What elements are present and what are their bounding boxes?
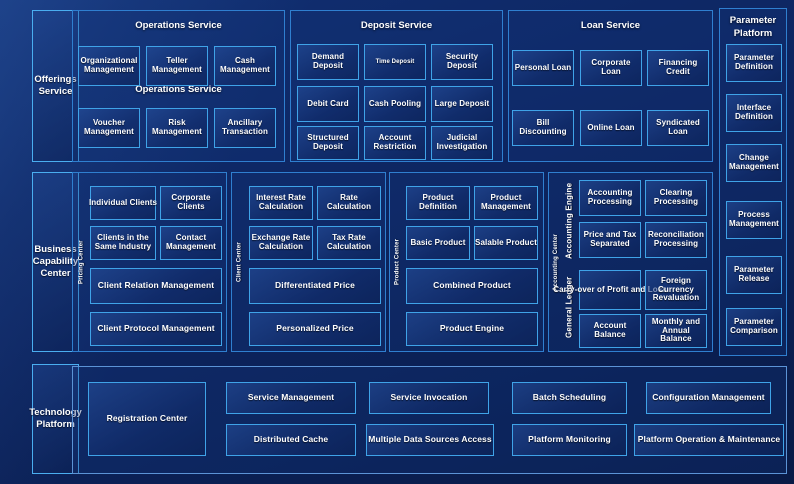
box-clearing-processing[interactable]: Clearing Processing [645,180,707,216]
box-configuration-management[interactable]: Configuration Management [646,382,771,414]
box-time-deposit[interactable]: Time Deposit [364,44,426,80]
box-batch-scheduling[interactable]: Batch Scheduling [512,382,627,414]
group-title-operations-service: Operations Service [135,20,222,31]
box-corporate-loan[interactable]: Corporate Loan [580,50,642,86]
box-judicial-investigation[interactable]: Judicial Investigation [431,126,493,160]
box-carry-over-of-profit-and-loss[interactable]: Carry-over of Profit and Loss [553,270,667,310]
box-structured-deposit[interactable]: Structured Deposit [297,126,359,160]
group-title-deposit-service: Deposit Service [360,20,433,31]
box-interest-rate-calculation[interactable]: Interest Rate Calculation [249,186,313,220]
box-platform-monitoring[interactable]: Platform Monitoring [512,424,627,456]
box-risk-management[interactable]: Risk Management [146,108,208,148]
box-teller-management[interactable]: Teller Management [146,46,208,86]
box-client-protocol-management[interactable]: Client Protocol Management [90,312,222,346]
box-service-management[interactable]: Service Management [226,382,356,414]
box-process-management[interactable]: Process Management [726,201,782,239]
box-contact-management[interactable]: Contact Management [160,226,222,260]
layer-label-line: Platform [36,419,75,430]
box-security-deposit[interactable]: Security Deposit [431,44,493,80]
box-organizational-management[interactable]: Organizational Management [78,46,140,86]
vlabel-pricing-center: Pricing Center [78,240,85,284]
box-personalized-price[interactable]: Personalized Price [249,312,381,346]
layer-label-offerings-service: Offerings Service [32,10,79,162]
box-ancillary-transaction[interactable]: Ancillary Transaction [214,108,276,148]
box-product-definition[interactable]: Product Definition [406,186,470,220]
vlabel-client-center: Client Center [236,242,243,282]
group-subtitle-operations-service: Operations Service [135,84,222,95]
box-parameter-release[interactable]: Parameter Release [726,256,782,294]
box-product-management[interactable]: Product Management [474,186,538,220]
layer-label-business-capability-center: Business Capability Center [32,172,79,352]
box-price-and-tax-separated[interactable]: Price and Tax Separated [579,222,641,258]
layer-label-line: Service [38,86,73,97]
box-debit-card[interactable]: Debit Card [297,86,359,122]
box-personal-loan[interactable]: Personal Loan [512,50,574,86]
box-clients-in-the-same-industry[interactable]: Clients in the Same Industry [90,226,156,260]
parameter-platform-title-line: Parameter [729,15,777,26]
box-salable-product[interactable]: Salable Product [474,226,538,260]
box-exchange-rate-calculation[interactable]: Exchange Rate Calculation [249,226,313,260]
box-combined-product[interactable]: Combined Product [406,268,538,304]
parameter-platform-title-line: Platform [733,28,773,40]
group-title-loan-service: Loan Service [580,20,641,31]
layer-label-line: Capability [32,256,79,268]
box-online-loan[interactable]: Online Loan [580,110,642,146]
box-basic-product[interactable]: Basic Product [406,226,470,260]
box-distributed-cache[interactable]: Distributed Cache [226,424,356,456]
box-corporate-clients[interactable]: Corporate Clients [160,186,222,220]
box-individual-clients[interactable]: Individual Clients [89,186,157,220]
layer-label-line: Offerings [34,74,77,86]
box-reconciliation-processing[interactable]: Reconciliation Processing [645,222,707,258]
box-rate-calculation[interactable]: Rate Calculation [317,186,381,220]
box-change-management[interactable]: Change Management [726,144,782,182]
box-interface-definition[interactable]: Interface Definition [726,94,782,132]
vlabel-accounting-center: Accounting Center [553,233,559,291]
vlabel-product-center: Product Center [394,238,401,286]
box-demand-deposit[interactable]: Demand Deposit [297,44,359,80]
box-product-engine[interactable]: Product Engine [406,312,538,346]
box-cash-management[interactable]: Cash Management [214,46,276,86]
box-cash-pooling[interactable]: Cash Pooling [364,86,426,122]
group-title-parameter-platform: Parameter Platform [719,14,787,41]
vlabel-general-ledger: General Ledger [564,276,574,338]
layer-label-technology-platform: Technology Platform [29,364,82,474]
box-parameter-definition[interactable]: Parameter Definition [726,44,782,82]
layer-label-line: Center [40,267,71,279]
box-syndicated-loan[interactable]: Syndicated Loan [647,110,709,146]
box-financing-credit[interactable]: Financing Credit [647,50,709,86]
box-accounting-processing[interactable]: Accounting Processing [579,180,641,216]
box-voucher-management[interactable]: Voucher Management [78,108,140,148]
box-tax-rate-calculation[interactable]: Tax Rate Calculation [317,226,381,260]
box-service-invocation[interactable]: Service Invocation [369,382,489,414]
box-account-balance[interactable]: Account Balance [579,314,641,348]
box-large-deposit[interactable]: Large Deposit [431,86,493,122]
box-account-restriction[interactable]: Account Restriction [364,126,426,160]
box-differentiated-price[interactable]: Differentiated Price [249,268,381,304]
box-parameter-comparison[interactable]: Parameter Comparison [726,308,782,346]
layer-label-line: Business [34,244,77,256]
box-bill-discounting[interactable]: Bill Discounting [512,110,574,146]
box-multiple-data-sources-access[interactable]: Multiple Data Sources Access [366,424,494,456]
box-foreign-currency-revaluation[interactable]: Foreign Currency Revaluation [645,270,707,310]
box-monthly-and-annual-balance[interactable]: Monthly and Annual Balance [645,314,707,348]
box-platform-operation-and-maintenance[interactable]: Platform Operation & Maintenance [634,424,784,456]
layer-label-line: Technology [29,407,82,419]
vlabel-accounting-engine: Accounting Engine [564,182,574,260]
box-registration-center[interactable]: Registration Center [88,382,206,456]
box-client-relation-management[interactable]: Client Relation Management [90,268,222,304]
